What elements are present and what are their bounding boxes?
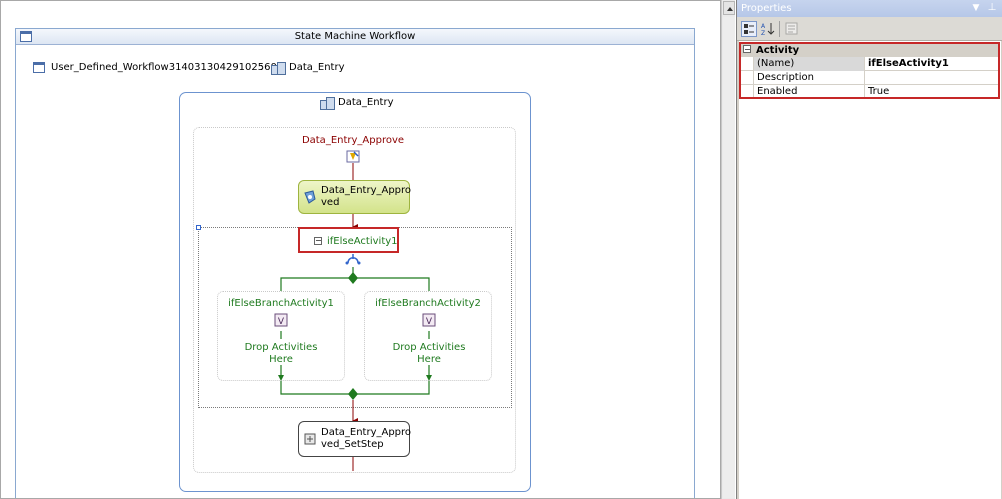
property-pages-icon[interactable] bbox=[784, 21, 800, 37]
setstate-icon bbox=[303, 432, 317, 446]
state-icon bbox=[271, 62, 286, 75]
branch-diamond-bottom bbox=[348, 388, 358, 400]
drop-activities-left: Drop Activities Here bbox=[244, 342, 318, 365]
event-driven-container[interactable] bbox=[193, 127, 516, 473]
properties-title-bar: Properties ▼ ⊥ bbox=[737, 0, 1002, 17]
scroll-thumb[interactable] bbox=[723, 17, 735, 498]
branch-diamond-top bbox=[348, 272, 358, 284]
property-name: Description bbox=[753, 71, 865, 85]
branch-condition-icon-right: V bbox=[422, 313, 436, 327]
activity-label-approved: Data_Entry_Appro ved bbox=[321, 185, 412, 208]
property-row-description[interactable]: Description bbox=[741, 71, 999, 85]
flow-connectors: V V bbox=[274, 150, 436, 471]
active-state-name[interactable]: Data_Entry bbox=[289, 62, 345, 73]
workflow-icon bbox=[20, 31, 32, 42]
name-separator: : bbox=[260, 62, 264, 73]
svg-text:V: V bbox=[278, 317, 285, 327]
branch-condition-icon-left: V bbox=[274, 313, 288, 327]
category-activity[interactable]: − Activity bbox=[741, 43, 999, 57]
code-activity-icon bbox=[303, 190, 317, 204]
workflow-designer[interactable]: State Machine Workflow User_Defined_Work… bbox=[0, 0, 721, 499]
branch-right-title: ifElseBranchActivity2 bbox=[375, 298, 481, 309]
property-grid[interactable]: − Activity (Name) ifElseActivity1 Descri… bbox=[739, 41, 1001, 499]
ifelse-branch-icon bbox=[345, 254, 361, 265]
categorized-icon[interactable] bbox=[741, 21, 757, 37]
pin-icon[interactable]: ⊥ bbox=[987, 2, 997, 13]
toolbar-separator bbox=[779, 21, 780, 37]
setstate-box[interactable]: Data_Entry_Appro ved_SetStep bbox=[298, 421, 412, 457]
svg-text:V: V bbox=[426, 317, 433, 327]
vertical-scrollbar[interactable] bbox=[721, 0, 735, 499]
dropdown-arrow-icon[interactable]: ▼ bbox=[972, 3, 980, 13]
branch-right[interactable] bbox=[364, 291, 492, 381]
activity-box-approved[interactable]: Data_Entry_Appro ved bbox=[298, 180, 412, 214]
drop-activities-right: Drop Activities Here bbox=[392, 342, 466, 365]
branch-left-title: ifElseBranchActivity1 bbox=[228, 298, 334, 309]
property-row-name[interactable]: (Name) ifElseActivity1 bbox=[741, 57, 999, 71]
handle-external-event-icon bbox=[346, 150, 360, 163]
setstate-label: Data_Entry_Appro ved_SetStep bbox=[321, 427, 412, 450]
svg-text:A: A bbox=[761, 23, 766, 30]
svg-text:Z: Z bbox=[761, 30, 765, 37]
collapse-toggle[interactable]: − bbox=[314, 236, 322, 245]
properties-title: Properties bbox=[741, 3, 792, 14]
designer-title: State Machine Workflow bbox=[294, 31, 416, 42]
category-label: Activity bbox=[756, 45, 800, 56]
property-value[interactable]: True bbox=[868, 86, 890, 97]
property-name: (Name) bbox=[753, 57, 865, 71]
property-value[interactable]: ifElseActivity1 bbox=[868, 58, 949, 69]
ifelse-highlight[interactable]: − ifElseActivity1 bbox=[298, 227, 399, 253]
property-name: Enabled bbox=[753, 85, 865, 99]
properties-highlight bbox=[739, 42, 1000, 99]
event-driven-name[interactable]: Data_Entry_Approve bbox=[301, 135, 405, 146]
workflow-doc-icon bbox=[33, 62, 45, 73]
state-box-icon bbox=[320, 97, 335, 110]
scroll-up-button[interactable] bbox=[723, 1, 735, 15]
state-box-title: Data_Entry bbox=[338, 97, 394, 108]
category-collapse-toggle[interactable]: − bbox=[743, 45, 751, 54]
designer-header: State Machine Workflow bbox=[16, 29, 694, 45]
workflow-name[interactable]: User_Defined_Workflow314031304291025600 bbox=[51, 62, 284, 73]
ifelse-label: ifElseActivity1 bbox=[327, 236, 398, 247]
selection-handle[interactable] bbox=[196, 225, 201, 230]
